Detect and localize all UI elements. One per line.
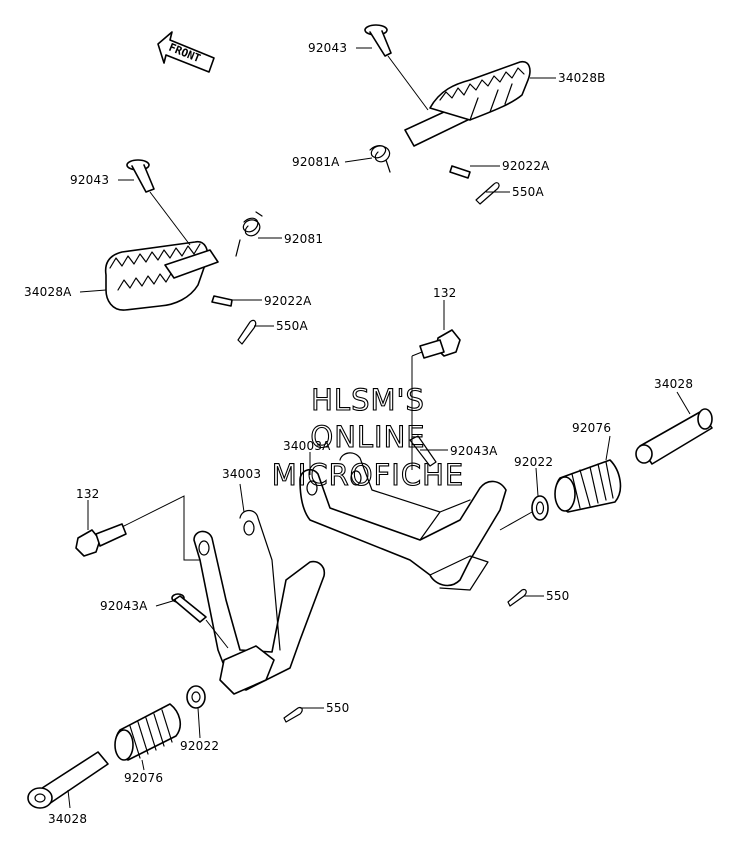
label-92043-left: 92043 [70,173,109,187]
label-34028A: 34028A [24,285,72,299]
watermark-line-1: HLSM'S [311,383,425,417]
washer-92022A-top [449,165,471,179]
washer-92022A-left [211,295,233,307]
pin-92043A-right [409,435,437,467]
label-92076-right: 92076 [572,421,611,435]
pin-34028-left [27,751,109,809]
bracket-34003 [119,495,326,695]
label-92022A-left: 92022A [264,294,312,308]
label-92081A: 92081A [292,155,340,169]
cotter-550A-top [475,182,500,205]
label-550A-top: 550A [512,185,545,199]
label-92076-left: 92076 [124,771,163,785]
label-92022-left: 92022 [180,739,219,753]
cotter-550-right [507,588,527,607]
pin-34028-right [635,408,713,465]
label-550-left: 550 [326,701,350,715]
part-labels: 92043 34028B 92081A 92022A 550A 92043 92… [24,41,693,826]
label-34028B: 34028B [558,71,606,85]
rubber-92076-left [114,703,182,761]
washer-92022-left [186,685,206,709]
rubber-92076-right [554,459,622,513]
washer-92022-right [499,495,549,531]
label-132-top: 132 [433,286,457,300]
label-34028-right: 34028 [654,377,693,391]
label-34028-left: 34028 [48,812,87,826]
watermark-line-3: MICROFICHE [272,458,464,492]
label-34003A: 34003A [283,439,331,453]
spring-92081 [235,211,263,257]
cotter-550A-left [237,319,257,345]
label-132-left: 132 [76,487,100,501]
label-92022-right: 92022 [514,455,553,469]
bolt-132-top [411,329,461,470]
watermark-line-2: ONLINE [310,420,425,454]
label-92081: 92081 [284,232,323,246]
label-550-right: 550 [546,589,570,603]
pin-92043-left [126,159,191,246]
leader-lines [67,47,691,809]
label-92043A-left: 92043A [100,599,148,613]
footpeg-34028A [104,240,219,311]
pin-92043-top [364,24,429,111]
footpeg-34028B [404,60,531,147]
label-92043A-right: 92043A [450,444,498,458]
label-92043-top: 92043 [308,41,347,55]
label-92022A-top: 92022A [502,159,550,173]
spring-92081A [369,145,391,173]
cotter-550-left [283,706,303,723]
front-arrow-icon: FRONT [157,31,215,73]
label-34003: 34003 [222,467,261,481]
watermark: HLSM'S ONLINE MICROFICHE [271,382,464,492]
bolt-132-left [75,523,127,557]
label-550A-left: 550A [276,319,309,333]
bracket-34003A [299,452,507,591]
